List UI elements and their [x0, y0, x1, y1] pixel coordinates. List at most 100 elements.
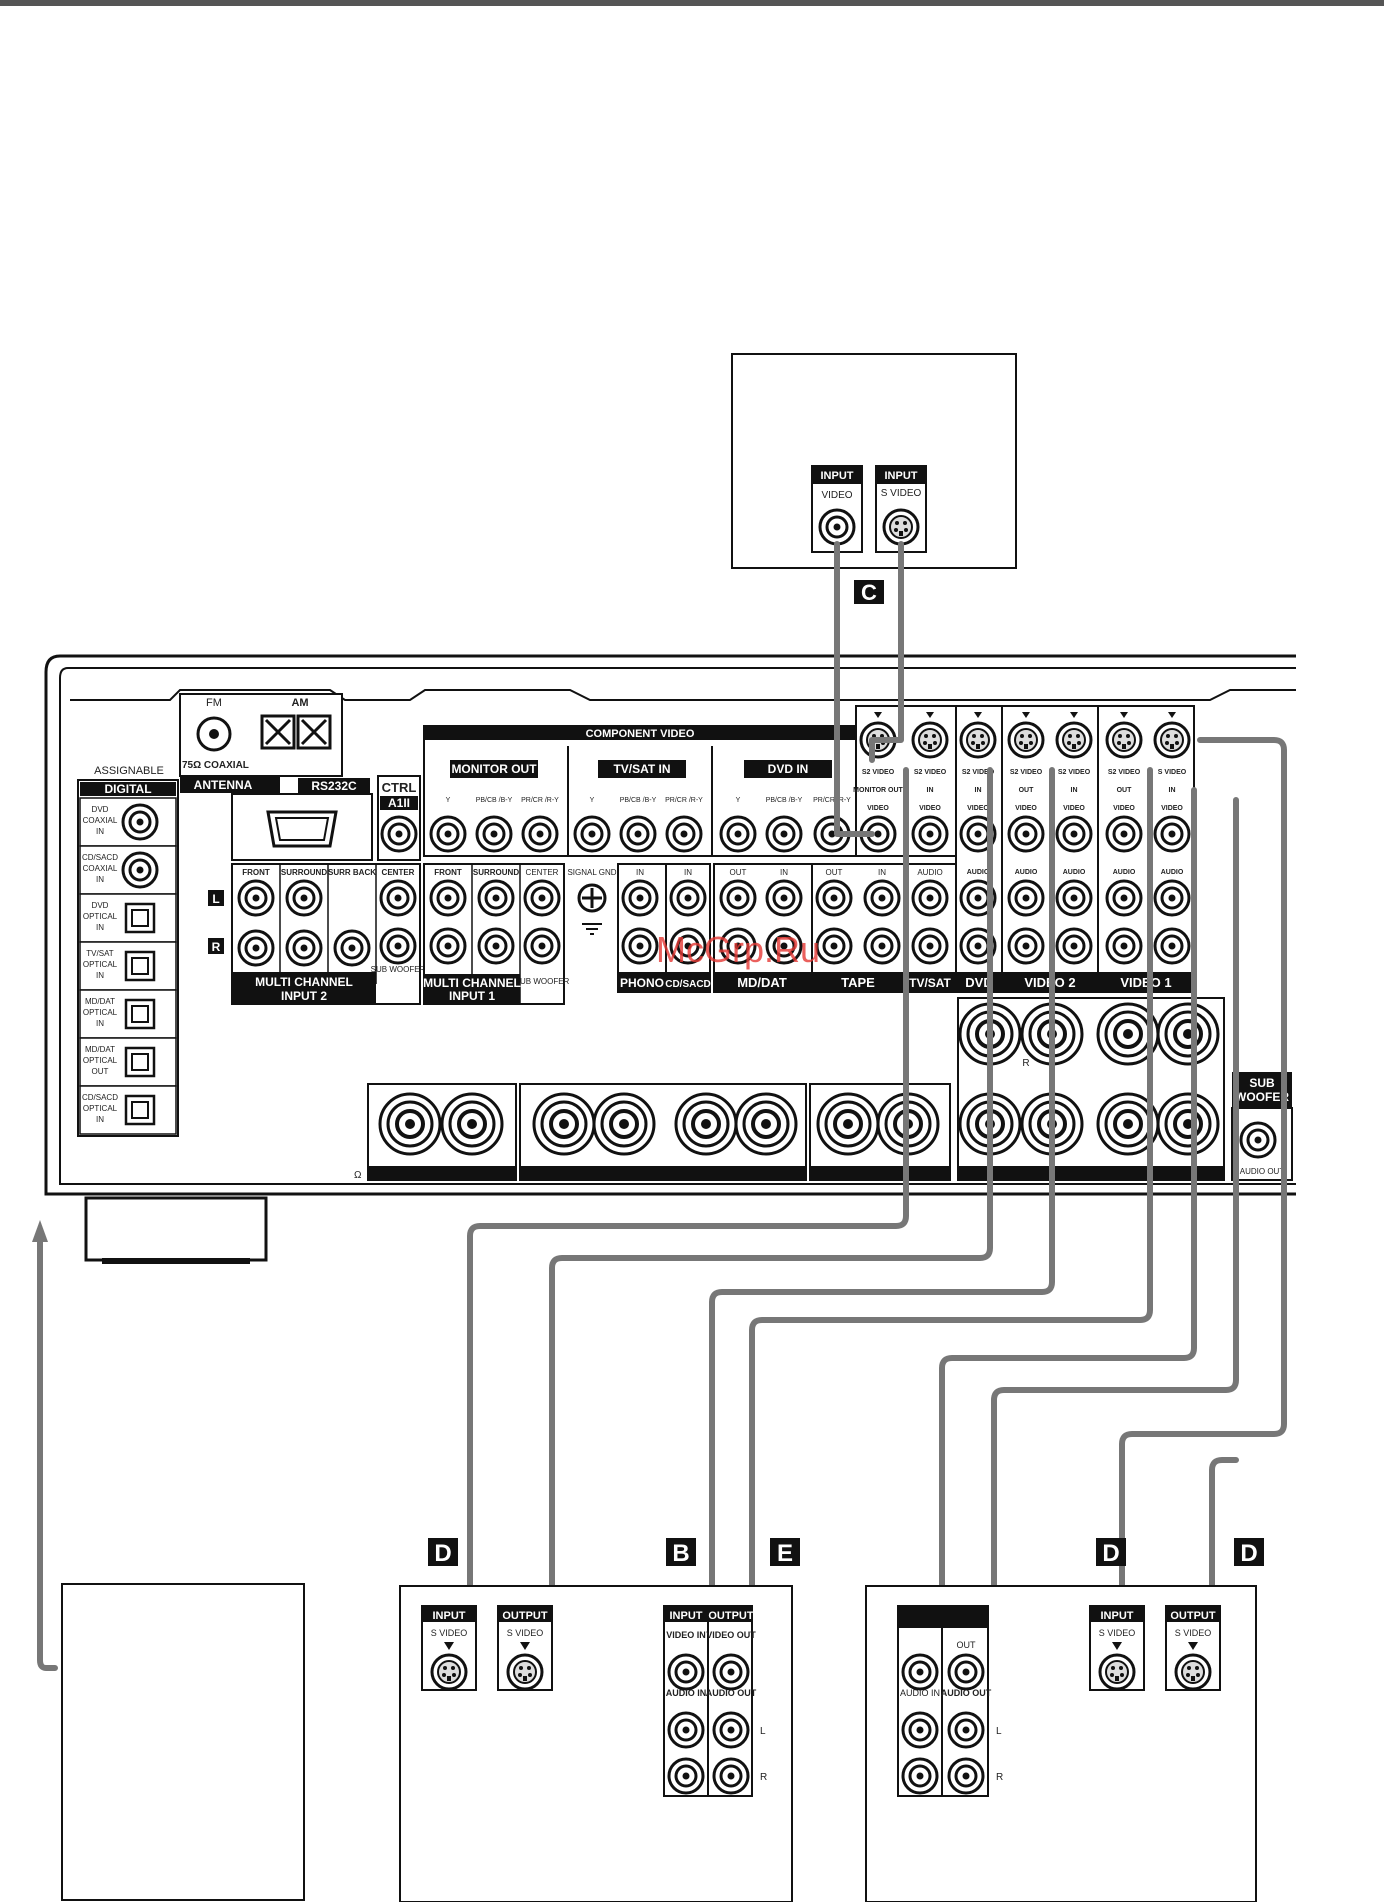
ctrl-a1-section: CTRL A1II [377, 775, 421, 861]
cable-left-device [37, 1235, 58, 1671]
svg-text:OPTICAL: OPTICAL [83, 912, 118, 921]
svg-text:TV/SAT: TV/SAT [86, 949, 114, 958]
svg-text:SUB WOOFER: SUB WOOFER [371, 965, 426, 974]
svg-text:IN: IN [1071, 787, 1078, 794]
audio-jack-l [1055, 879, 1093, 917]
cables [37, 541, 1287, 1793]
svg-text:SURR BACK: SURR BACK [328, 868, 376, 877]
svg-text:S VIDEO: S VIDEO [1099, 1628, 1136, 1638]
svg-text:WOOFER: WOOFER [1235, 1090, 1289, 1104]
svg-text:S VIDEO: S VIDEO [1158, 769, 1187, 776]
audio-jack-r [1055, 927, 1093, 965]
component-video-jack [719, 815, 757, 853]
cable-vcr1-video-out [749, 767, 1153, 1733]
fm-label: FM [206, 697, 222, 709]
svg-text:OUTPUT: OUTPUT [1170, 1610, 1216, 1622]
digital-optical-jack [124, 998, 156, 1030]
audio-jack-r [1153, 927, 1191, 965]
cable-vcr2-audio-r [991, 797, 1239, 1793]
component-jack-label: Y [446, 797, 451, 804]
component-video-jack [429, 815, 467, 853]
svg-text:AUDIO: AUDIO [1063, 869, 1086, 876]
svg-text:SURROUND: SURROUND [281, 868, 327, 877]
svg-text:AUDIO: AUDIO [967, 869, 990, 876]
svg-text:FRONT: FRONT [242, 868, 270, 877]
svg-text:IN: IN [96, 1019, 104, 1028]
svg-text:VIDEO: VIDEO [1063, 805, 1085, 812]
cable-tv-svideo [869, 541, 904, 763]
svg-text:SUB: SUB [1249, 1076, 1275, 1090]
audio-jack-r [1007, 927, 1045, 965]
component-jack-label: PR/CR /R-Y [521, 797, 559, 804]
speaker-terminals: R Ω [354, 997, 1225, 1181]
svg-text:VIDEO: VIDEO [1015, 805, 1037, 812]
svg-text:OUT: OUT [92, 1067, 109, 1076]
svg-text:VIDEO: VIDEO [1113, 805, 1135, 812]
svg-text:AUDIO OUT: AUDIO OUT [941, 1688, 992, 1698]
svg-text:MULTI CHANNEL: MULTI CHANNEL [423, 976, 521, 990]
video-jack [1153, 815, 1191, 853]
signal-gnd: SIGNAL GND [567, 868, 617, 935]
svg-text:S2 VIDEO: S2 VIDEO [1108, 769, 1141, 776]
svg-text:CD/SACD: CD/SACD [665, 979, 711, 990]
video-jack [1105, 815, 1143, 853]
svg-text:D: D [1240, 1540, 1257, 1567]
svg-text:INPUT: INPUT [433, 1610, 466, 1622]
svg-text:IN: IN [96, 1115, 104, 1124]
tvsat-in-label: TV/SAT IN [613, 762, 670, 776]
svg-text:INPUT 1: INPUT 1 [449, 989, 495, 1003]
component-video-jack [521, 815, 559, 853]
svg-text:R: R [1022, 1058, 1029, 1069]
cable-vcr2-svideo-out [1209, 1457, 1239, 1677]
svg-text:OUTPUT: OUTPUT [708, 1610, 754, 1622]
svg-text:MULTI CHANNEL: MULTI CHANNEL [255, 975, 353, 989]
left-device-box [61, 1583, 305, 1901]
svg-text:VIDEO 1: VIDEO 1 [1120, 975, 1171, 990]
svg-text:R: R [212, 940, 221, 954]
svg-text:IN: IN [96, 827, 104, 836]
svg-text:AUDIO: AUDIO [1113, 869, 1136, 876]
svg-text:SIGNAL GND: SIGNAL GND [567, 868, 616, 877]
monitor-out-label: MONITOR OUT [451, 762, 537, 776]
rs232c-section: RS232C [231, 778, 373, 861]
svg-text:IN: IN [96, 923, 104, 932]
callout-b: B [666, 1538, 696, 1567]
svg-text:CTRL: CTRL [382, 780, 417, 795]
svg-text:AUDIO IN: AUDIO IN [900, 1688, 940, 1698]
watermark: McGrp.Ru [656, 929, 820, 970]
callout-d-3: D [1234, 1538, 1264, 1567]
svg-text:B: B [672, 1540, 689, 1567]
component-video-jack [475, 815, 513, 853]
svg-text:L: L [996, 1726, 1002, 1737]
svg-text:SURROUND: SURROUND [473, 868, 519, 877]
callout-e: E [770, 1538, 800, 1567]
svg-text:AUDIO: AUDIO [1161, 869, 1184, 876]
svg-text:IN: IN [96, 971, 104, 980]
s-video-jack [1055, 721, 1093, 759]
multi-channel-input-1: FRONT SURROUND CENTER SUB WOOFER MULTI C… [423, 863, 570, 1005]
s-video-jack [911, 721, 949, 759]
video-jack [1007, 815, 1045, 853]
coax-label: 75Ω COAXIAL [182, 760, 249, 771]
svg-text:OUT: OUT [957, 1640, 977, 1650]
tv-video-label: VIDEO [821, 490, 852, 501]
svg-text:IN: IN [684, 868, 692, 877]
svg-text:TAPE: TAPE [841, 975, 875, 990]
lr-markers: L R [208, 890, 224, 954]
svg-text:INPUT 2: INPUT 2 [281, 989, 327, 1003]
svg-text:R: R [760, 1772, 767, 1783]
audio-jack-l [1153, 879, 1191, 917]
am-label: AM [291, 697, 308, 709]
tv-input-label: INPUT [821, 470, 854, 482]
s-video-jack [1007, 721, 1045, 759]
s-video-jack [1153, 721, 1191, 759]
digital-optical-jack [124, 1046, 156, 1078]
